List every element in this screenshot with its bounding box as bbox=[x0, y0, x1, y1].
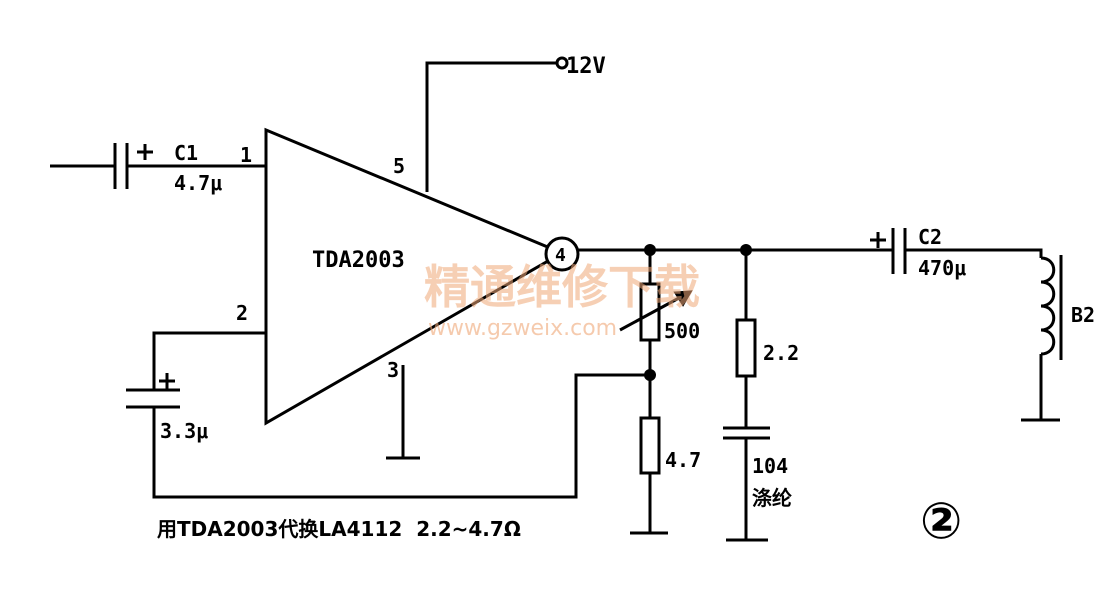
supply-label: 12V bbox=[566, 54, 606, 79]
c-zobel-type: 涤纶 bbox=[752, 486, 792, 510]
r-fb-body bbox=[639, 416, 661, 475]
pot-arrow-head bbox=[673, 290, 693, 307]
tda2003-amplifier-triangle bbox=[264, 127, 566, 426]
pin1-label: 1 bbox=[240, 143, 252, 167]
pin4-circle bbox=[544, 236, 580, 272]
watermark-url: www.gzweix.com bbox=[428, 316, 617, 341]
pin2-wire bbox=[152, 331, 266, 390]
c1-name: C1 bbox=[174, 141, 198, 165]
watermark-text: 精通维修下载 bbox=[424, 260, 700, 314]
ic-name-label: TDA2003 bbox=[312, 248, 405, 273]
pin4-label: 4 bbox=[555, 245, 566, 266]
speaker-name: B2 bbox=[1071, 303, 1095, 327]
speaker-coil bbox=[1040, 256, 1056, 356]
pin5-label: 5 bbox=[393, 154, 405, 178]
c-zobel-value: 104 bbox=[752, 454, 788, 478]
c1-value: 4.7μ bbox=[174, 171, 222, 195]
pin3-label: 3 bbox=[387, 358, 399, 382]
caption: 用TDA2003代换LA4112 2.2~4.7Ω bbox=[157, 517, 521, 541]
r-zobel-value: 2.2 bbox=[763, 341, 799, 365]
supply-terminal bbox=[555, 56, 569, 70]
c2-name: C2 bbox=[918, 225, 942, 249]
figure-number: ② bbox=[920, 492, 962, 550]
c2-to-coil-wire bbox=[905, 248, 1043, 258]
feedback-wire bbox=[152, 373, 650, 499]
pin5-supply-wire bbox=[425, 61, 558, 192]
junction-dot-2 bbox=[740, 244, 752, 256]
c2-value: 470μ bbox=[918, 256, 966, 280]
wires bbox=[50, 61, 1063, 542]
cfb-value: 3.3μ bbox=[160, 419, 208, 443]
r-fb-value: 4.7 bbox=[665, 448, 701, 472]
junction-dot-1 bbox=[644, 244, 656, 256]
pin2-label: 2 bbox=[236, 301, 248, 325]
junction-dot-3 bbox=[644, 369, 656, 381]
r-zobel-body bbox=[735, 318, 757, 378]
pot-value: 500 bbox=[664, 319, 700, 343]
